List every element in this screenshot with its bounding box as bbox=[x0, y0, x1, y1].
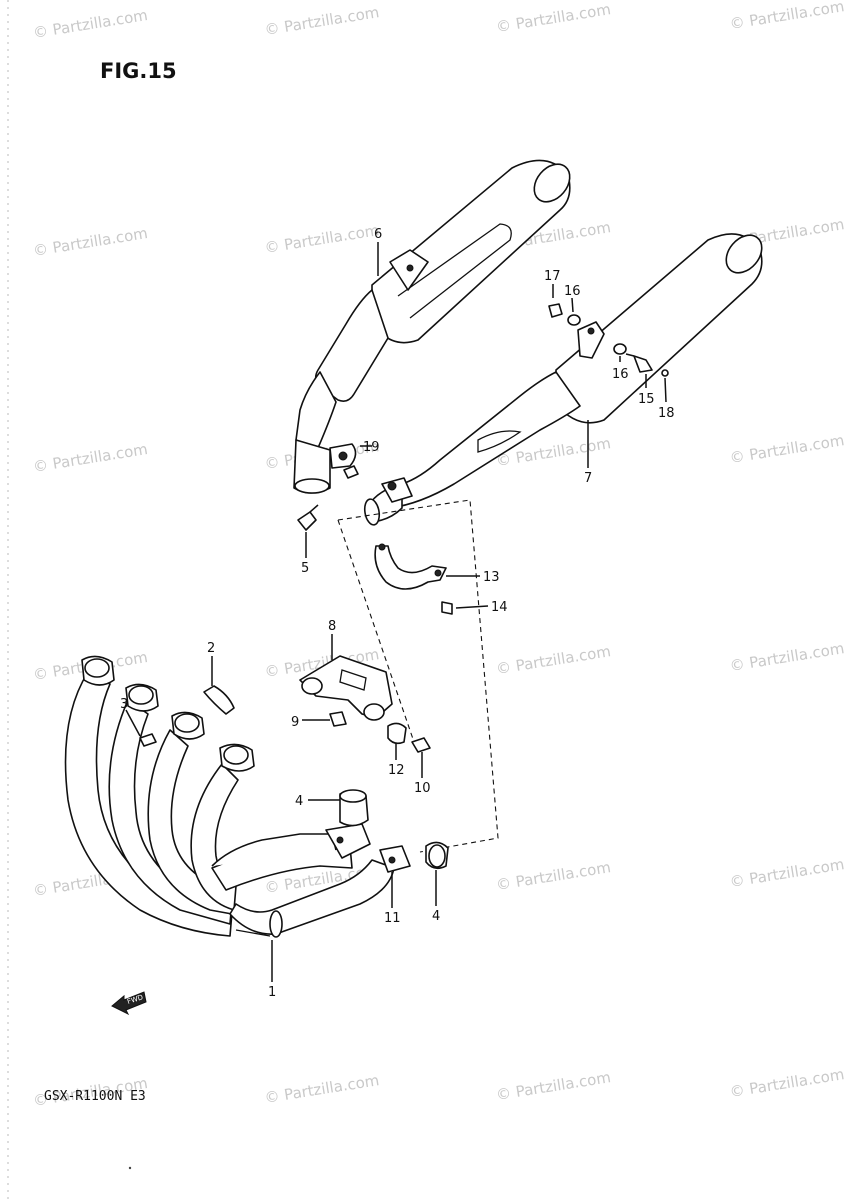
callout-4-lower: 4 bbox=[432, 909, 440, 924]
watermark: © Partzilla.com bbox=[32, 6, 149, 42]
callout-10: 10 bbox=[414, 781, 431, 796]
callout-14: 14 bbox=[491, 600, 508, 615]
watermark: © Partzilla.com bbox=[495, 858, 612, 894]
callout-1: 1 bbox=[268, 985, 276, 1000]
assembly-guide-line-2 bbox=[337, 519, 415, 743]
assembly-guide-line bbox=[337, 499, 499, 853]
callout-3: 3 bbox=[120, 697, 128, 712]
callout-12: 12 bbox=[388, 763, 405, 778]
watermark: © Partzilla.com bbox=[32, 440, 149, 476]
callout-15: 15 bbox=[638, 392, 655, 407]
callout-8: 8 bbox=[328, 619, 336, 634]
muffler-right-drawing bbox=[293, 159, 571, 494]
callouts: 1 2 3 4 4 5 6 7 8 9 10 11 12 13 14 15 16… bbox=[120, 227, 675, 1000]
gasket-clamp-drawing bbox=[139, 685, 235, 747]
leader-lines bbox=[125, 242, 667, 982]
watermark: © Partzilla.com bbox=[728, 0, 845, 33]
callout-17: 17 bbox=[544, 269, 561, 284]
watermark: © Partzilla.com bbox=[495, 642, 612, 678]
watermark: © Partzilla.com bbox=[495, 1068, 612, 1104]
watermark: © Partzilla.com bbox=[263, 221, 380, 257]
exhaust-pipe-drawing bbox=[64, 655, 395, 938]
figure-title: FIG.15 bbox=[100, 59, 177, 83]
callout-19: 19 bbox=[363, 440, 380, 455]
callout-5: 5 bbox=[301, 561, 309, 576]
callout-9: 9 bbox=[291, 715, 299, 730]
callout-18: 18 bbox=[658, 406, 675, 421]
callout-11: 11 bbox=[384, 911, 401, 926]
connector-drawing bbox=[339, 789, 449, 873]
watermark-layer: © Partzilla.com © Partzilla.com © Partzill… bbox=[32, 0, 846, 1110]
watermark: © Partzilla.com bbox=[728, 639, 845, 675]
watermark: © Partzilla.com bbox=[263, 3, 380, 39]
muffler-bracket-drawing bbox=[374, 543, 453, 615]
model-code: GSX-R1100N E3 bbox=[44, 1089, 146, 1104]
callout-4-upper: 4 bbox=[295, 794, 303, 809]
callout-16-lower: 16 bbox=[612, 367, 629, 382]
watermark: © Partzilla.com bbox=[728, 1065, 845, 1101]
watermark: © Partzilla.com bbox=[728, 855, 845, 891]
callout-6: 6 bbox=[374, 227, 382, 242]
bracket-drawing bbox=[299, 655, 431, 753]
callout-13: 13 bbox=[483, 570, 500, 585]
callout-2: 2 bbox=[207, 641, 215, 656]
fwd-arrow-icon: FWD bbox=[111, 991, 147, 1016]
watermark: © Partzilla.com bbox=[263, 1071, 380, 1107]
watermark: © Partzilla.com bbox=[32, 224, 149, 260]
callout-16-upper: 16 bbox=[564, 284, 581, 299]
watermark: © Partzilla.com bbox=[728, 431, 845, 467]
hardware-upper bbox=[297, 303, 669, 531]
callout-7: 7 bbox=[584, 471, 592, 486]
speck bbox=[128, 1166, 132, 1170]
watermark: © Partzilla.com bbox=[495, 0, 612, 36]
muffler-left-drawing bbox=[363, 233, 763, 526]
